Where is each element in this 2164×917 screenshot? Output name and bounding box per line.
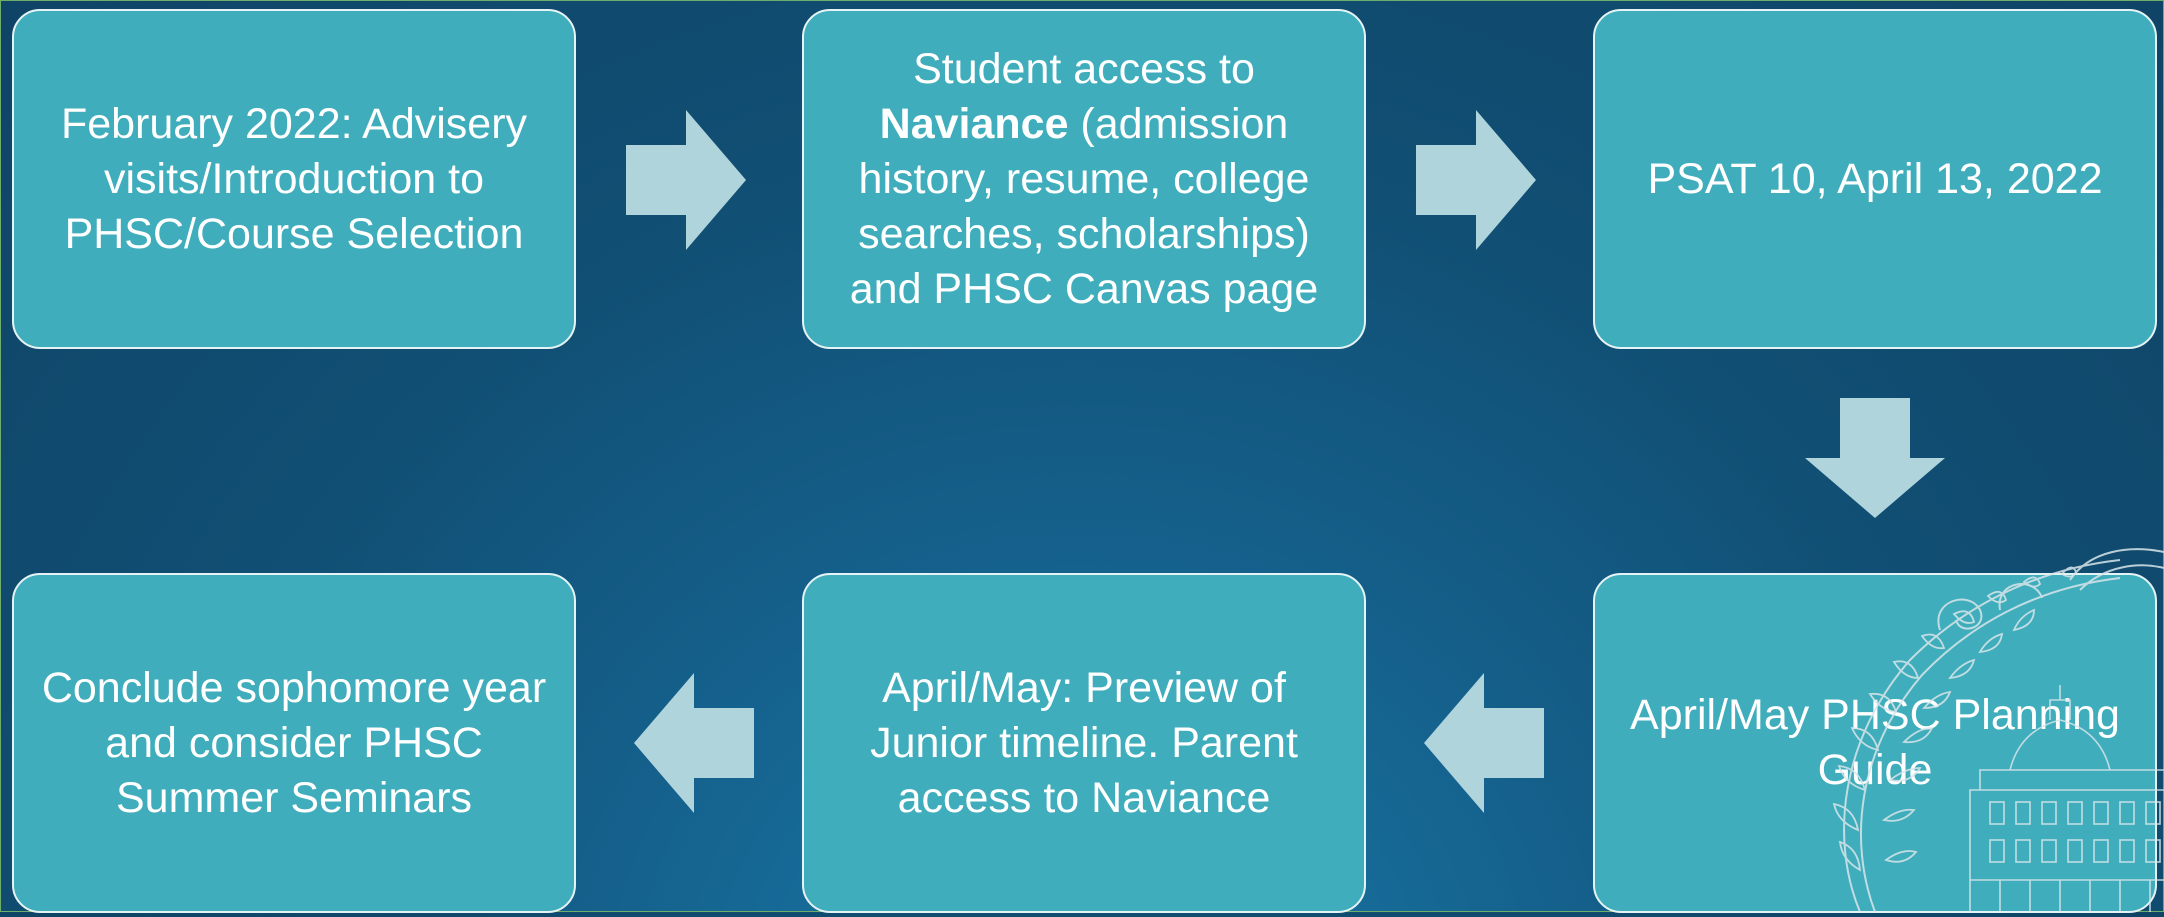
arrow-right-icon xyxy=(626,110,746,250)
arrow-down-icon xyxy=(1805,398,1945,518)
step-2-text: Student access to Naviance (admission hi… xyxy=(826,42,1342,317)
step-1-box: February 2022: Advisery visits/Introduct… xyxy=(12,9,576,349)
arrow-right-icon xyxy=(1416,110,1536,250)
step-6-text: Conclude sophomore year and consider PHS… xyxy=(41,663,547,822)
step-3-text: PSAT 10, April 13, 2022 xyxy=(1647,154,2103,203)
step-3-box: PSAT 10, April 13, 2022 xyxy=(1593,9,2157,349)
step-2-prefix: Student access to xyxy=(913,44,1255,93)
step-5-text: April/May: Preview of Junior timeline. P… xyxy=(870,663,1298,822)
step-1-text: February 2022: Advisery visits/Introduct… xyxy=(60,99,528,258)
arrow-left-icon xyxy=(634,673,754,813)
capitol-seal-icon xyxy=(1820,540,2164,917)
naviance-bold-label: Naviance xyxy=(879,99,1069,148)
step-6-box: Conclude sophomore year and consider PHS… xyxy=(12,573,576,913)
step-2-box: Student access to Naviance (admission hi… xyxy=(802,9,1366,349)
arrow-left-icon xyxy=(1424,673,1544,813)
step-5-box: April/May: Preview of Junior timeline. P… xyxy=(802,573,1366,913)
step-2-suffix: (admission history, resume, college sear… xyxy=(849,99,1319,313)
